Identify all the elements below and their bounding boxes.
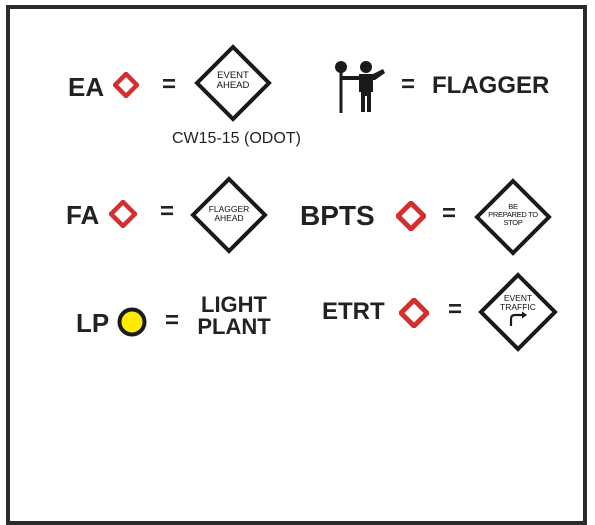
flagger-equals: = [401,71,416,98]
be-prepared-to-stop-sign: BE PREPARED TO STOP [474,178,552,256]
flagger-ahead-sign: FLAGGER AHEAD [190,176,268,254]
flagger-ahead-sign-line1: FLAGGER [208,204,250,214]
event-traffic-sign-line2: TRAFFIC [500,301,536,312]
light-plant-label-line1: LIGHT [201,292,267,317]
ea-code: CW15-15 (ODOT) [172,130,301,147]
bpts-equals: = [442,200,457,227]
flagger-label: FLAGGER [432,72,550,99]
fa-abbr: FA [66,200,100,230]
light-plant-circle-icon [116,306,148,343]
etrt-marker-icon [397,296,431,333]
etrt-equals: = [448,296,463,323]
flagger-person-icon [333,58,389,119]
light-plant-label-line2: PLANT [197,314,271,339]
bpts-sign-line1: BE [508,202,518,211]
bpts-abbr: BPTS [300,200,375,231]
legend-frame [6,5,587,525]
right-turn-arrow-icon [478,272,479,273]
ea-equals: = [162,71,177,98]
bpts-sign-line3: STOP [503,217,523,227]
lp-abbr: LP [76,308,110,338]
ea-abbr: EA [68,72,105,102]
event-traffic-sign: EVENT TRAFFIC [478,272,558,352]
event-ahead-sign-line1: EVENT [217,70,249,81]
fa-marker-icon [107,198,139,233]
flagger-ahead-sign-line2: AHEAD [214,212,244,223]
event-ahead-sign: EVENT AHEAD [194,44,272,122]
lp-equals: = [165,307,180,334]
ea-marker-icon [111,70,141,103]
bpts-marker-icon [394,199,428,236]
light-plant-label: LIGHT PLANT [186,294,282,338]
event-traffic-sign-line1: EVENT [503,293,533,303]
etrt-abbr: ETRT [322,298,385,325]
bpts-sign-line2: PREPARED TO [488,209,538,219]
fa-equals: = [160,198,175,225]
event-ahead-sign-line2: AHEAD [216,79,250,91]
